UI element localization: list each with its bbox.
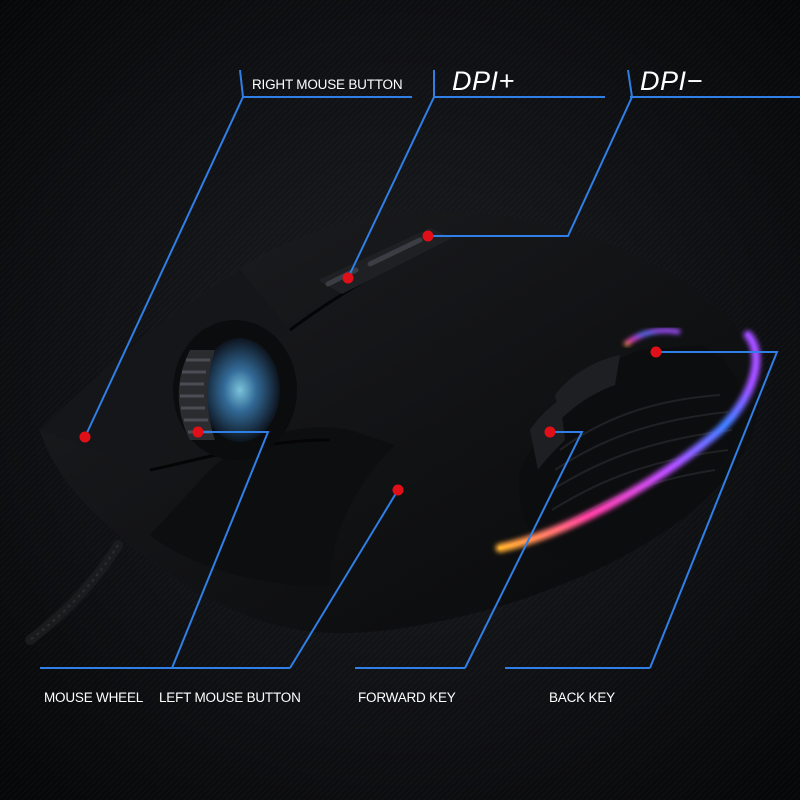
callout-dot-left-mouse-button bbox=[392, 484, 404, 496]
callout-dot-dpi-minus bbox=[422, 230, 434, 242]
callout-dots bbox=[79, 230, 662, 496]
callout-line-left-mouse-button bbox=[289, 489, 399, 669]
callout-dot-right-mouse-button bbox=[79, 431, 91, 443]
label-forward-key: FORWARD KEY bbox=[358, 690, 456, 705]
label-right-mouse-button: RIGHT MOUSE BUTTON bbox=[252, 77, 403, 92]
callout-dot-mouse-wheel bbox=[192, 426, 204, 438]
callout-line-dpi-minus bbox=[428, 69, 634, 237]
forward-key bbox=[555, 355, 620, 420]
label-back-key: BACK KEY bbox=[549, 690, 615, 705]
callout-dot-forward-key bbox=[544, 426, 556, 438]
right-button-panel bbox=[40, 270, 290, 470]
label-dpi-minus: DPI− bbox=[640, 66, 703, 96]
callout-lines bbox=[40, 69, 800, 669]
left-button-panel bbox=[150, 427, 395, 586]
callout-dot-dpi-plus bbox=[342, 272, 354, 284]
label-mouse-wheel: MOUSE WHEEL bbox=[44, 690, 144, 705]
callout-line-back-key bbox=[649, 351, 779, 669]
scroll-wheel bbox=[173, 320, 297, 460]
label-left-mouse-button: LEFT MOUSE BUTTON bbox=[159, 690, 301, 705]
mouse-cable bbox=[25, 540, 123, 645]
callout-line-mouse-wheel bbox=[171, 431, 270, 669]
callout-line-forward-key bbox=[464, 431, 584, 669]
callout-dot-back-key bbox=[650, 346, 662, 358]
label-dpi-plus: DPI+ bbox=[452, 66, 515, 96]
